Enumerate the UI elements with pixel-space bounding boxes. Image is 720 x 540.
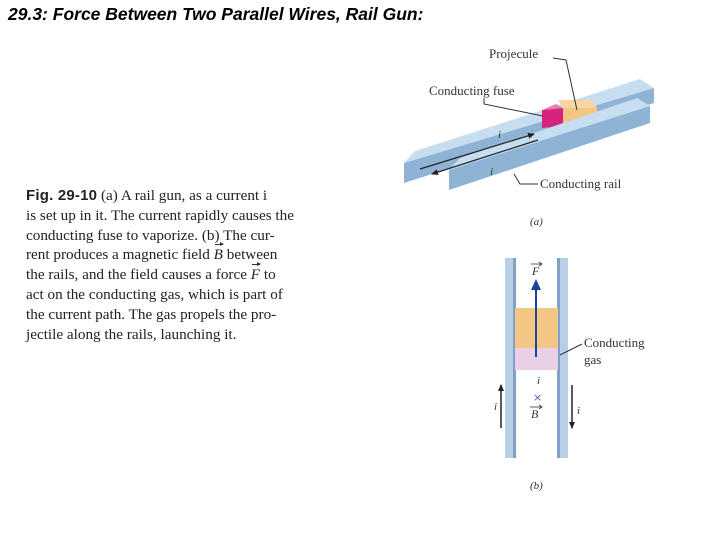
figure-caption: Fig. 29-10 (a) A rail gun, as a current … [26, 186, 326, 344]
field-into-page-icon: × [533, 391, 542, 404]
conducting-fuse [542, 104, 563, 128]
force-arrow-head [531, 279, 541, 290]
fuse-leader [483, 98, 544, 117]
rail-label: Conducting rail [540, 176, 622, 191]
current-arrow-out [431, 139, 539, 176]
caption-line-6: act on the conducting gas, which is part… [26, 285, 283, 303]
field-vector-symbol: B [213, 241, 225, 264]
figure-a: i i Projecule Conducting fuse Conducting… [404, 46, 654, 228]
caption-line-1: Fig. 29-10 (a) A rail gun, as a current … [26, 187, 268, 204]
caption-line-2: is set up in it. The current rapidly cau… [26, 206, 294, 224]
current-arrow-in [419, 132, 535, 170]
panel-b-label: (b) [530, 480, 543, 492]
rail-leader [513, 173, 538, 185]
projectile-leader [552, 57, 578, 111]
gas-leader [559, 343, 583, 356]
caption-line-4: rent produces a magnetic field B between [26, 241, 278, 264]
current-label-lower: i [490, 166, 493, 178]
current-symbol-left: i [494, 401, 497, 413]
figure-label: Fig. 29-10 [26, 187, 98, 204]
left-rail [505, 258, 515, 458]
caption-line-5: the rails, and the field causes a force … [26, 261, 276, 284]
right-rail [558, 258, 568, 458]
current-label-upper: i [498, 129, 501, 141]
fuse-label: Conducting fuse [429, 83, 515, 98]
field-symbol-b: B [531, 407, 539, 421]
caption-line-3: conducting fuse to vaporize. (b) The cur… [26, 226, 275, 244]
figure-b: F i × B i i Conducting gas (b) [494, 258, 645, 492]
current-symbol-gas: i [537, 375, 540, 387]
gas-label-line2: gas [584, 352, 601, 367]
panel-a-label: (a) [530, 216, 543, 228]
caption-line-7: the current path. The gas propels the pr… [26, 305, 277, 323]
force-vector-symbol: F [250, 261, 262, 284]
current-symbol-right: i [577, 405, 580, 417]
conducting-gas [515, 348, 558, 370]
slide-title: 29.3: Force Between Two Parallel Wires, … [8, 4, 424, 24]
projectile-label: Projecule [489, 46, 538, 61]
force-symbol-b: F [531, 264, 540, 278]
caption-line-8: jectile along the rails, launching it. [26, 325, 237, 343]
gas-label-line1: Conducting [584, 335, 645, 350]
